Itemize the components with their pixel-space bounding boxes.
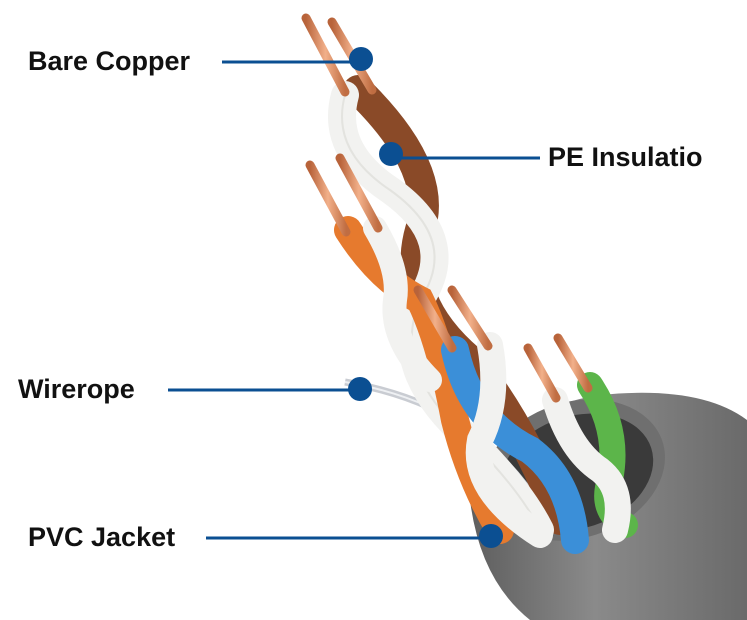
leader-pvc-jacket: [206, 524, 503, 548]
label-bare-copper: Bare Copper: [28, 46, 191, 76]
label-pvc-jacket: PVC Jacket: [28, 522, 176, 552]
bare-copper-conductors: [301, 13, 593, 403]
green-white-pair: [542, 372, 638, 543]
blue-white-pair: [441, 332, 589, 554]
leader-wirerope: [168, 377, 372, 401]
leader-bare-copper: [222, 47, 373, 71]
label-wirerope: Wirerope: [18, 374, 135, 404]
label-pe-insulation: PE Insulatio: [548, 142, 703, 172]
leader-pe-insulation: [379, 142, 540, 166]
